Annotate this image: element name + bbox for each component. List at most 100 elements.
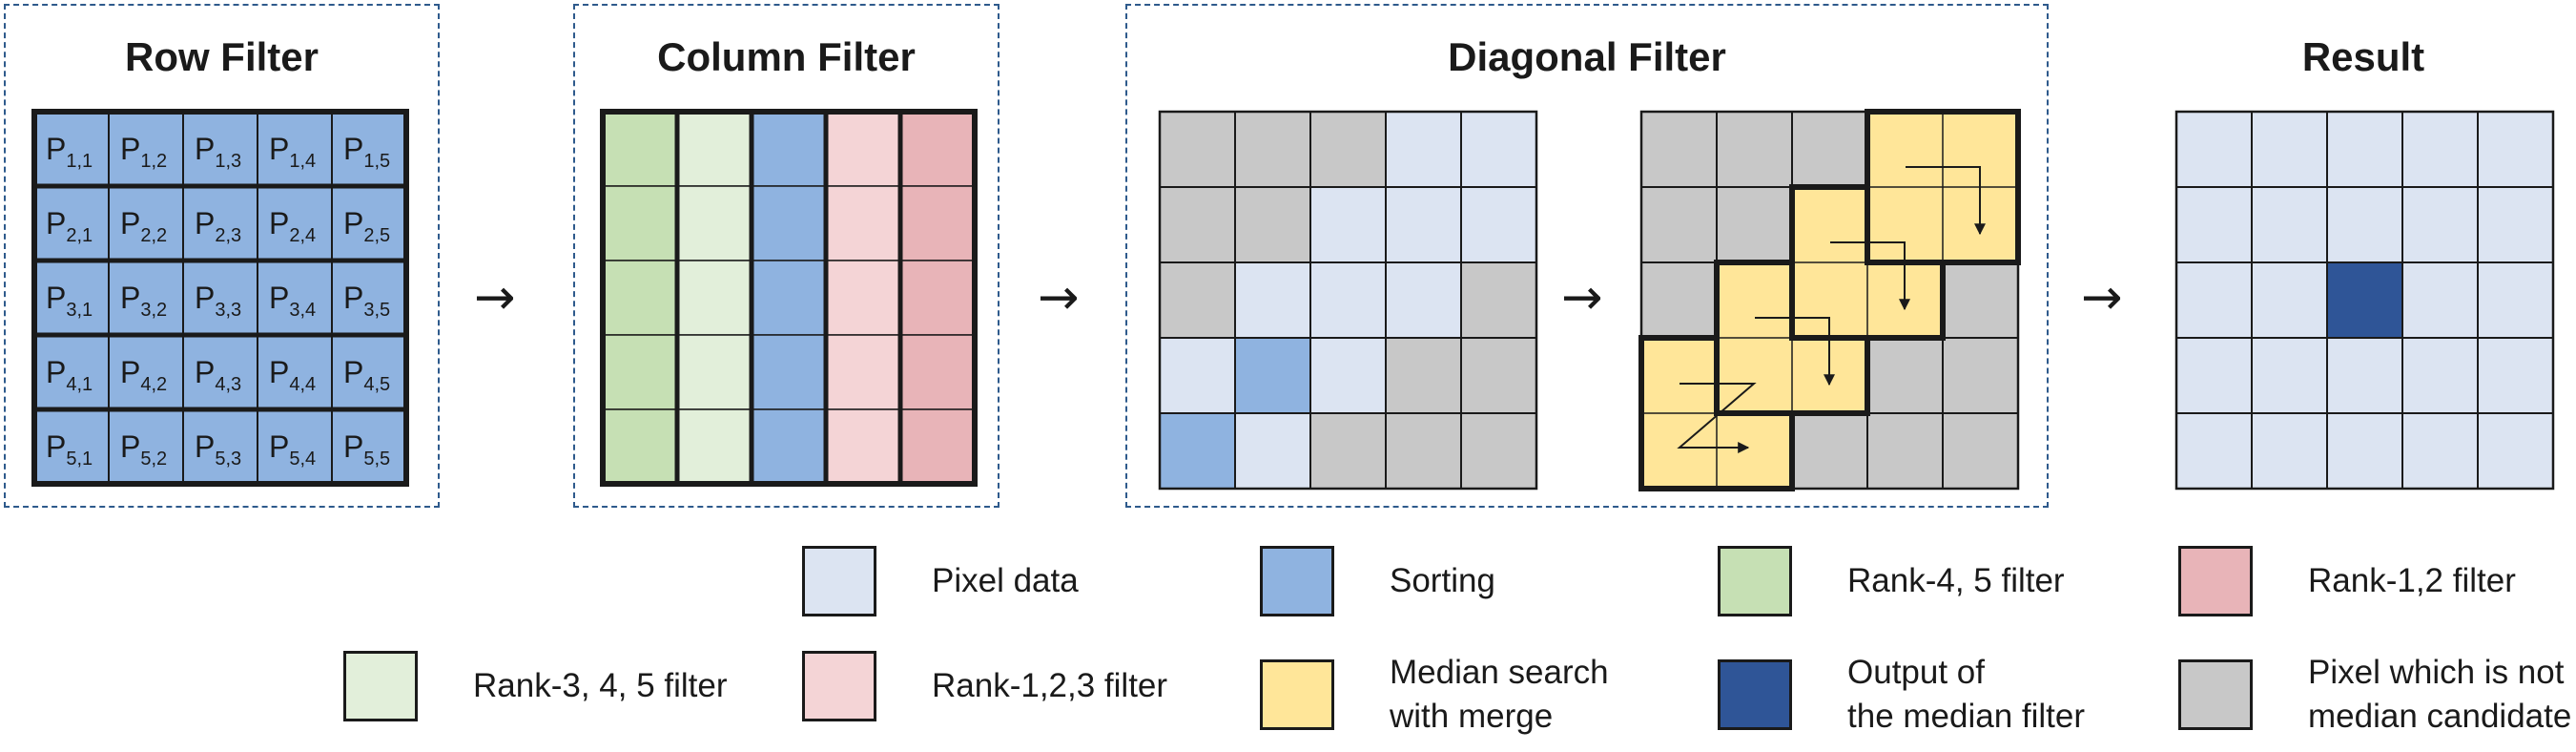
diagonal-filter-panel — [1125, 4, 2049, 508]
diagonal-merge-cell — [1640, 261, 1718, 339]
column-filter-panel — [573, 4, 999, 508]
pixel-label: P2,5 — [343, 206, 390, 246]
column-cell — [676, 185, 752, 261]
pixel-label: P3,3 — [195, 281, 241, 321]
arrow-right-icon: → — [1561, 269, 1603, 326]
result-title: Result — [2301, 34, 2425, 79]
diagonal-cell — [1309, 261, 1387, 339]
diagonal-cell — [1234, 261, 1311, 339]
pixel-cell: P5,3 — [182, 408, 258, 485]
diagonal-merge-cell — [1791, 111, 1868, 188]
pixel-label: P2,4 — [269, 206, 316, 246]
row-grid-outline — [31, 109, 409, 487]
result-cell — [2251, 337, 2328, 414]
diagonal-cell — [1385, 111, 1462, 188]
column-cell — [751, 111, 827, 187]
result-cell — [2251, 111, 2328, 188]
diagonal-cell — [1234, 412, 1311, 490]
diagonal-cell — [1159, 337, 1236, 414]
pixel-cell: P5,4 — [257, 408, 333, 485]
legend-label: Median search with merge — [1390, 654, 1609, 735]
result-cell — [2326, 337, 2403, 414]
legend-swatch — [1260, 659, 1334, 730]
merge-path-icon — [1906, 166, 1986, 236]
pixel-cell: P2,5 — [331, 185, 407, 261]
legend-label: Rank-1,2,3 filter — [932, 667, 1168, 704]
diagonal-merge-cell — [1942, 337, 2019, 414]
result-cell — [2326, 412, 2403, 490]
column-cell — [676, 408, 752, 485]
pixel-label: P2,2 — [120, 206, 167, 246]
pixel-cell: P4,3 — [182, 334, 258, 410]
arrow-right-icon: → — [474, 269, 516, 326]
pixel-label: P2,1 — [46, 206, 93, 246]
legend-swatch — [802, 651, 876, 721]
pixel-label: P4,5 — [343, 355, 390, 395]
diagonal-cell — [1234, 337, 1311, 414]
diagonal-cell — [1159, 186, 1236, 263]
diagonal-cell — [1309, 111, 1387, 188]
legend-label: Rank-4, 5 filter — [1847, 562, 2065, 599]
diagonal-grid-outline — [1158, 110, 1538, 491]
pixel-label: P4,3 — [195, 355, 241, 395]
result-cell — [2326, 111, 2403, 188]
result-cell — [2401, 111, 2479, 188]
diagonal-merge-cell — [1942, 261, 2019, 339]
merge-path-icon — [1755, 317, 1835, 386]
legend-label: Sorting — [1390, 562, 1495, 599]
diagonal-merge-cell — [1640, 186, 1718, 263]
diagonal-cell — [1159, 111, 1236, 188]
legend-swatch — [1718, 659, 1792, 730]
pixel-label: P5,1 — [46, 429, 93, 470]
pixel-cell: P1,3 — [182, 111, 258, 187]
pixel-cell: P3,5 — [331, 260, 407, 336]
pixel-cell: P1,5 — [331, 111, 407, 187]
column-cell — [899, 185, 976, 261]
column-cell — [899, 334, 976, 410]
column-cell — [602, 111, 678, 187]
column-cell — [899, 260, 976, 336]
pixel-label: P1,2 — [120, 132, 167, 172]
diagonal-filter-title: Diagonal Filter — [1448, 34, 1726, 79]
column-cell — [751, 334, 827, 410]
result-cell — [2477, 412, 2554, 490]
legend-item: Rank-1,2,3 filter — [802, 651, 1167, 721]
diagonal-merge-cell — [1866, 337, 1944, 414]
diagonal-cell — [1234, 186, 1311, 263]
legend-item: Rank-3, 4, 5 filter — [343, 651, 728, 721]
diagonal-cell — [1385, 337, 1462, 414]
column-cell — [676, 334, 752, 410]
merge-path-icon — [1830, 241, 1910, 311]
pixel-cell: P4,4 — [257, 334, 333, 410]
column-cell — [676, 111, 752, 187]
pixel-label: P3,5 — [343, 281, 390, 321]
column-grid-outline — [600, 109, 978, 487]
legend-swatch — [2178, 659, 2253, 730]
diagonal-merge-cell — [1716, 111, 1793, 188]
diagonal-cell — [1309, 186, 1387, 263]
diagonal-merge-cell — [1640, 111, 1718, 188]
legend-label: Rank-1,2 filter — [2308, 562, 2516, 599]
column-cell — [602, 334, 678, 410]
pixel-cell: P1,2 — [108, 111, 184, 187]
column-cell — [602, 185, 678, 261]
diagonal-merge-cell — [1791, 412, 1868, 490]
pixel-label: P5,3 — [195, 429, 241, 470]
column-cell — [751, 185, 827, 261]
result-cell — [2401, 186, 2479, 263]
result-cell — [2401, 412, 2479, 490]
legend-item: Pixel which is not median candidate — [2178, 651, 2571, 739]
result-grid-outline — [2174, 110, 2555, 491]
result-cell — [2401, 261, 2479, 339]
column-cell — [602, 408, 678, 485]
pixel-cell: P4,2 — [108, 334, 184, 410]
legend-item: Output of the median filter — [1718, 651, 2085, 739]
column-cell — [899, 111, 976, 187]
pixel-label: P1,4 — [269, 132, 316, 172]
result-cell — [2401, 337, 2479, 414]
diagonal-cell — [1385, 186, 1462, 263]
result-cell — [2251, 261, 2328, 339]
pixel-label: P2,3 — [195, 206, 241, 246]
legend-item: Rank-1,2 filter — [2178, 546, 2516, 616]
